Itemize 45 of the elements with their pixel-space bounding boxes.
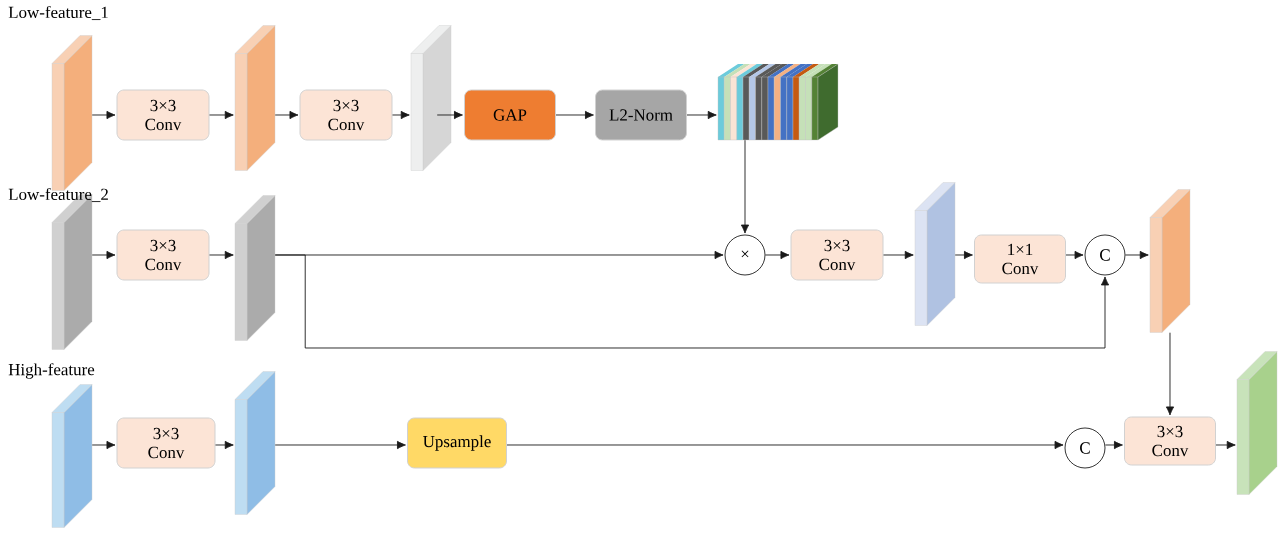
arrow [274, 254, 1110, 349]
arrow [91, 250, 116, 260]
norm-box: L2-Norm [595, 89, 687, 141]
arrow [209, 250, 234, 260]
arrow [274, 110, 299, 120]
arrow [274, 440, 406, 450]
conv-box: 3×3 Conv [116, 229, 210, 281]
feature-map-drawing [1149, 189, 1191, 333]
arrow [215, 440, 234, 450]
arrow [764, 250, 790, 260]
arrow [436, 110, 463, 120]
arrow [91, 440, 116, 450]
row-label: High-feature [8, 363, 95, 379]
conv-box: 3×3 Conv [299, 89, 393, 141]
arrow [209, 110, 234, 120]
arrow [1124, 250, 1149, 260]
feature-map-drawing [234, 195, 276, 341]
feature-map-drawing [914, 182, 956, 326]
row-label: Low-feature_1 [8, 5, 108, 21]
conv-box: 1×1 Conv [974, 234, 1066, 284]
feature-map-drawing [51, 384, 93, 528]
feature-map-drawing [234, 25, 276, 171]
conv-box: 3×3 Conv [790, 229, 884, 281]
arrow [555, 110, 594, 120]
arrow [1065, 250, 1084, 260]
arrow [883, 250, 914, 260]
arrow [740, 139, 750, 234]
conv-box: 3×3 Conv [1124, 416, 1216, 466]
pooling-box: GAP [464, 89, 556, 141]
arrow [686, 110, 717, 120]
feature-map-drawing [410, 25, 452, 171]
arrow [1215, 440, 1236, 450]
arrow [1104, 440, 1123, 450]
conv-box: 3×3 Conv [116, 89, 210, 141]
upsample-box: Upsample [407, 417, 507, 469]
row-label: Low-feature_2 [8, 187, 108, 203]
arrow [1165, 332, 1175, 416]
arrow [506, 440, 1064, 450]
conv-box: 3×3 Conv [116, 417, 216, 469]
feature-map-drawing [234, 371, 276, 515]
feature-cube-drawing [717, 63, 839, 141]
feature-map-drawing [1236, 351, 1278, 495]
arrow [91, 110, 116, 120]
arrow [392, 110, 410, 120]
arrow [954, 250, 973, 260]
